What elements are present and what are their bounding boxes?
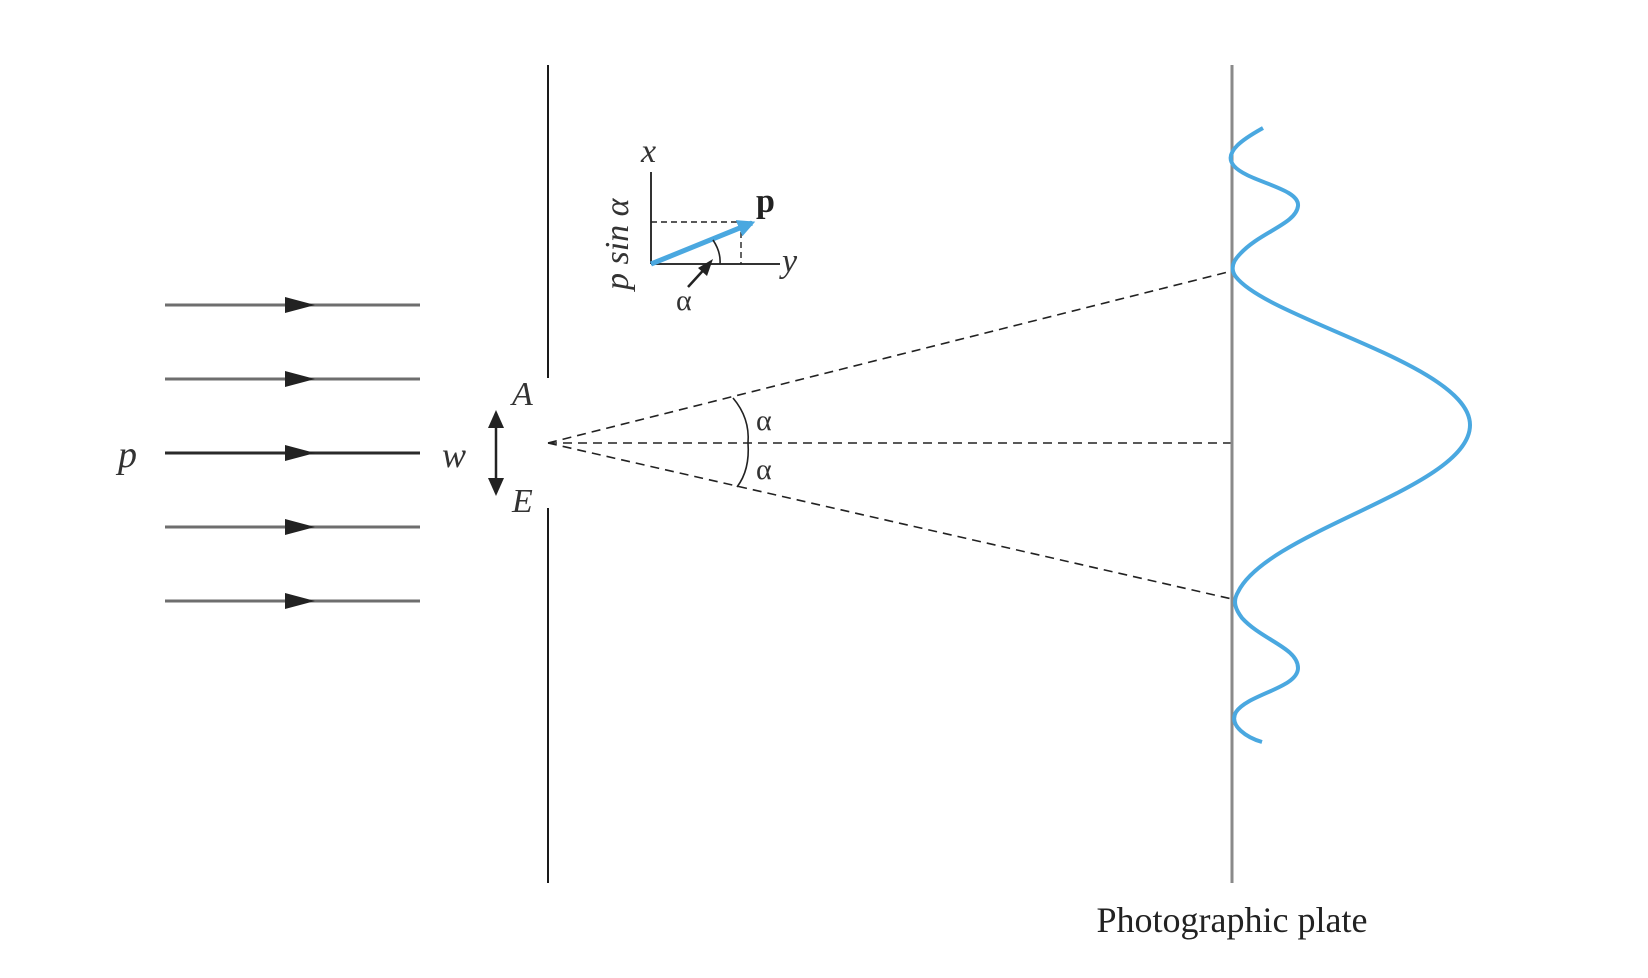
inset-angle-pointer — [687, 259, 713, 288]
incoming-ray-2 — [165, 371, 420, 387]
momentum-vector-label: p — [756, 183, 775, 220]
diffraction-lines — [547, 270, 1233, 600]
momentum-label: p — [115, 434, 137, 476]
inset-angle-arc — [712, 239, 721, 265]
upper-minimum-line — [547, 270, 1233, 444]
lower-angle-label: α — [756, 453, 772, 486]
inset-component-label: p sin α — [599, 197, 636, 292]
inset-angle-label: α — [676, 284, 692, 317]
plate-caption: Photographic plate — [1097, 900, 1368, 940]
incoming-ray-4 — [165, 519, 420, 535]
incoming-ray-5 — [165, 593, 420, 609]
inset-y-axis-label: y — [779, 243, 798, 280]
inset-x-axis-label: x — [640, 133, 656, 170]
slit-width-arrow — [488, 410, 504, 496]
slit-width-label: w — [442, 435, 466, 475]
incoming-ray-1 — [165, 297, 420, 313]
slit-top-label: A — [510, 376, 533, 413]
upper-angle-arc — [732, 397, 750, 444]
lower-angle-arc — [736, 442, 750, 488]
momentum-vector — [650, 220, 756, 267]
lower-minimum-line — [547, 442, 1233, 600]
slit-bottom-label: E — [511, 483, 533, 520]
incoming-rays — [165, 297, 420, 609]
intensity-pattern — [1228, 126, 1473, 744]
incoming-ray-3 — [165, 445, 420, 461]
momentum-inset: x y p α p sin α — [599, 133, 798, 317]
upper-angle-label: α — [756, 404, 772, 437]
